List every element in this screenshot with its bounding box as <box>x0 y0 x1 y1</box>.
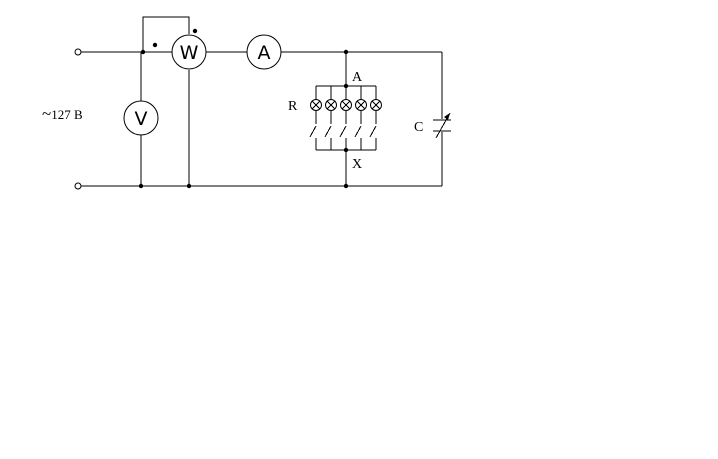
node-label-a: A <box>352 70 363 85</box>
voltmeter-label: V <box>135 108 148 130</box>
lamp-4 <box>354 86 367 150</box>
switch-3 <box>339 125 347 138</box>
ammeter: A <box>246 34 282 70</box>
lamp-2 <box>324 86 337 150</box>
wattmeter: W <box>171 34 207 70</box>
junction-dot <box>186 183 192 189</box>
switch-2 <box>324 125 332 138</box>
junction-dot <box>343 183 349 189</box>
junction-dot <box>343 49 349 55</box>
junction-dot <box>140 49 146 55</box>
lamp-5 <box>369 86 382 150</box>
switch-4 <box>354 125 362 138</box>
input-terminal-bottom <box>74 182 82 190</box>
voltmeter: V <box>123 100 159 136</box>
source-voltage: 127 В <box>51 107 83 122</box>
wattmeter-voltage-loop <box>142 16 190 52</box>
input-terminal-top <box>74 48 82 56</box>
lamp-label-r: R <box>288 99 298 114</box>
variable-capacitor <box>433 112 451 139</box>
capacitor-label-c: C <box>414 120 423 135</box>
lamp-3 <box>339 86 352 150</box>
wattmeter-label: W <box>180 42 199 64</box>
ac-symbol: ~ <box>42 104 51 123</box>
junction-dot-x <box>343 147 349 153</box>
node-label-x: X <box>352 157 362 172</box>
wattmeter-polarity-mark-current <box>152 42 158 48</box>
switch-5 <box>369 125 377 138</box>
source-label: ~127 В <box>42 104 83 123</box>
junction-dot-a <box>343 83 349 89</box>
lamp-1 <box>309 86 322 150</box>
wattmeter-polarity-mark-voltage <box>192 28 198 34</box>
lamp-bank <box>309 86 382 150</box>
ammeter-label: A <box>258 42 271 64</box>
junction-dot <box>138 183 144 189</box>
switch-1 <box>309 125 317 138</box>
